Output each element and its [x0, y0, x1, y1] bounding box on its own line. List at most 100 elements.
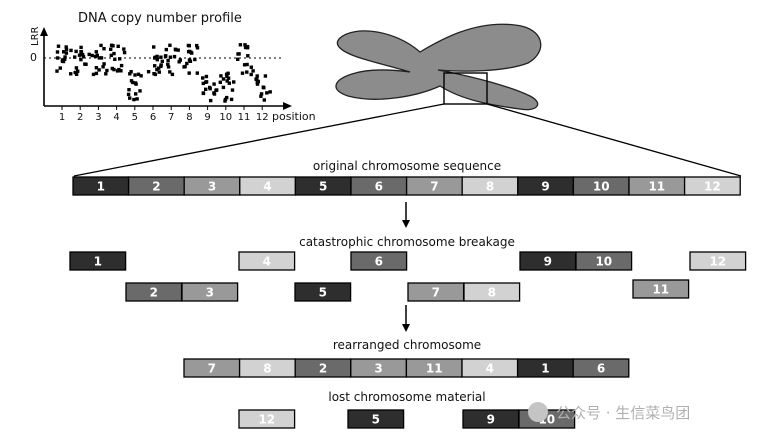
segment-block-5: 5 [294, 176, 352, 196]
segment-block-2: 2 [125, 282, 183, 302]
profile-point [99, 56, 104, 60]
profile-tick-label: 2 [77, 112, 83, 123]
profile-point [251, 69, 255, 73]
profile-point [190, 51, 194, 55]
profile-point [79, 45, 83, 50]
segment-block-2: 2 [294, 358, 352, 378]
profile-point [157, 70, 161, 74]
profile-point [245, 62, 249, 67]
profile-point [204, 80, 209, 84]
profile-point [94, 71, 99, 76]
profile-point [119, 69, 123, 73]
profile-point [201, 91, 206, 95]
profile-zero-label: 0 [30, 51, 37, 64]
segment-block-8: 8 [463, 282, 521, 302]
segment-block-1: 1 [69, 251, 127, 271]
profile-point [172, 54, 177, 59]
profile-point [166, 58, 170, 63]
profile-tick-label: 11 [238, 112, 251, 123]
segment-label: 3 [206, 286, 214, 300]
stage-label-lost: lost chromosome material [328, 390, 485, 404]
profile-point [201, 76, 205, 80]
profile-point [94, 66, 99, 70]
segment-label: 6 [375, 180, 383, 194]
segment-block-3: 3 [181, 282, 239, 302]
segment-label: 11 [426, 362, 443, 376]
profile-point [249, 65, 253, 69]
profile-point [64, 51, 69, 55]
segment-block-10: 10 [575, 251, 633, 271]
profile-point [63, 57, 67, 61]
profile-point [136, 72, 141, 76]
profile-point [97, 68, 101, 72]
profile-point [112, 51, 116, 56]
segment-block-7: 7 [183, 358, 241, 378]
profile-point [230, 88, 235, 92]
profile-point [168, 70, 172, 74]
segment-block-4: 4 [239, 176, 297, 196]
profile-point [177, 60, 181, 64]
profile-point [134, 92, 138, 96]
profile-point [155, 54, 159, 59]
profile-point [101, 65, 105, 69]
watermark-text: 公众号 · 生信菜鸟团 [556, 404, 690, 422]
segment-block-1: 1 [516, 358, 574, 378]
profile-point [195, 43, 199, 48]
segment-block-3: 3 [350, 358, 408, 378]
profile-point [261, 85, 265, 89]
profile-point [262, 98, 266, 102]
profile-tick-label: 4 [113, 112, 119, 123]
profile-point [256, 79, 260, 84]
segment-label: 7 [208, 362, 216, 376]
profile-tick-label: 5 [132, 112, 138, 123]
segment-label: 1 [97, 180, 105, 194]
segment-label: 12 [709, 255, 726, 269]
profile-point [153, 56, 157, 60]
profile-point [60, 59, 65, 63]
segment-block-7: 7 [407, 282, 465, 302]
profile-point [138, 89, 142, 93]
profile-tick-label: 3 [95, 112, 101, 123]
profile-point [176, 48, 180, 52]
profile-point [218, 80, 222, 84]
profile-point [195, 46, 200, 50]
profile-point [122, 47, 126, 51]
profile-point [268, 90, 272, 94]
segment-label: 7 [432, 286, 440, 300]
profile-point [166, 65, 171, 69]
profile-point [255, 77, 259, 82]
profile-point [139, 74, 143, 78]
segment-block-9: 9 [462, 409, 520, 429]
segment-block-5: 5 [347, 409, 405, 429]
zoom-region-box [443, 72, 488, 105]
segment-label: 12 [704, 180, 721, 194]
profile-point [265, 91, 269, 95]
segment-block-6: 6 [572, 358, 630, 378]
profile-point [118, 57, 122, 61]
profile-point [255, 74, 259, 78]
profile-point [187, 71, 191, 75]
segment-block-8: 8 [238, 358, 296, 378]
profile-point [221, 85, 226, 90]
profile-point [174, 48, 178, 52]
profile-point [128, 72, 132, 76]
segment-block-2: 2 [127, 176, 185, 196]
segment-block-11: 11 [628, 176, 686, 196]
profile-point [215, 88, 219, 92]
profile-point [94, 50, 98, 54]
profile-point [79, 50, 84, 54]
profile-point [170, 72, 175, 77]
profile-point [160, 59, 164, 63]
segment-label: 4 [263, 255, 271, 269]
segment-label: 9 [487, 413, 495, 427]
segment-label: 12 [258, 413, 275, 427]
segment-label: 10 [595, 255, 612, 269]
profile-point [133, 73, 137, 77]
profile-point [129, 70, 133, 74]
chromosome-shape [335, 23, 542, 111]
profile-point [76, 69, 80, 73]
profile-point [119, 63, 124, 68]
profile-tick-label: 12 [256, 112, 269, 123]
profile-point [91, 72, 96, 77]
profile-point [195, 71, 199, 75]
